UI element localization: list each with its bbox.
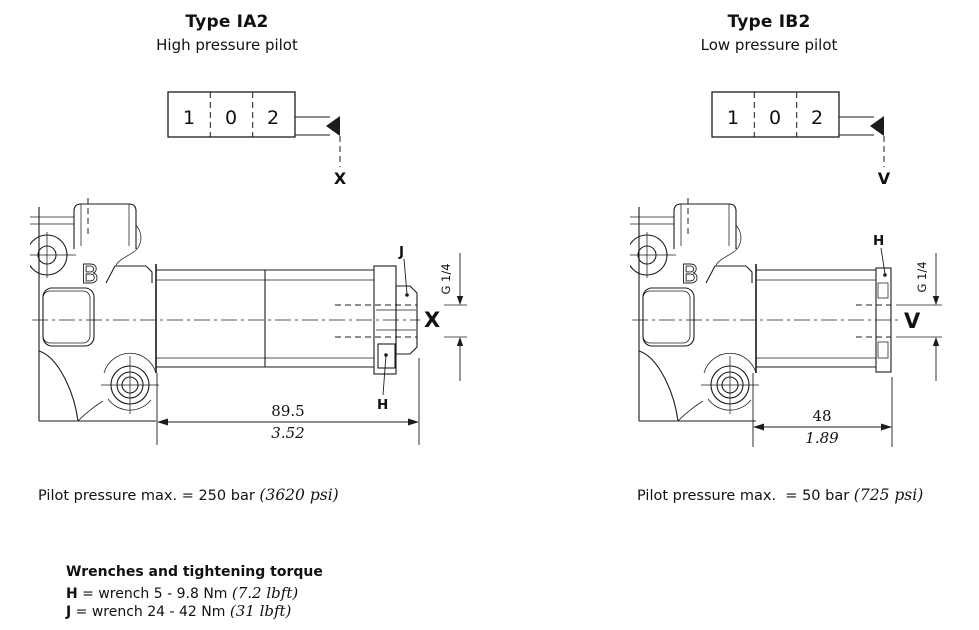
pilot-tab-lines (295, 116, 330, 136)
left-pressure-text: Pilot pressure max. = 250 bar (38, 488, 260, 504)
valve-body (30, 198, 159, 422)
wrench-h-lbft: (7.2 lbft) (231, 584, 299, 602)
wrench-h-line: H = wrench 5 - 9.8 Nm (7.2 lbft) (66, 584, 298, 602)
body-cast-letter: B (81, 260, 99, 290)
symbol-cell-1: 1 (183, 107, 195, 129)
dim-in: 3.52 (271, 424, 304, 442)
thread-dimension (896, 253, 942, 381)
length-dimension (752, 373, 893, 447)
pilot-arrow-icon (326, 116, 340, 136)
thread-label: G 1/4 (915, 261, 929, 292)
left-pressure-note: Pilot pressure max. = 250 bar (3620 psi) (38, 486, 339, 504)
cartridge (32, 265, 420, 375)
right-valve-drawing: B H V G 1/4 48 1 (630, 198, 942, 447)
symbol-port-label: V (878, 169, 891, 188)
symbol-box (711, 91, 840, 138)
label-h: H (873, 233, 884, 249)
symbol-cell-dividers (753, 92, 798, 137)
symbol-box (167, 91, 296, 138)
port-label-v: V (904, 309, 921, 333)
thread-label: G 1/4 (439, 263, 453, 294)
right-pressure-psi: (725 psi) (853, 486, 924, 504)
left-title-block: Type IA2 High pressure pilot (77, 12, 377, 54)
right-pressure-text: Pilot pressure max. = 50 bar (637, 488, 854, 504)
left-valve-subtitle: High pressure pilot (156, 36, 298, 54)
dim-mm: 89.5 (271, 402, 304, 420)
left-valve-drawing: B J H X G 1/4 (30, 198, 467, 445)
valve-body (630, 198, 759, 422)
pilot-tab-lines (839, 116, 874, 136)
wrench-h-key: H (66, 586, 78, 602)
wrench-j-lbft: (31 lbft) (229, 602, 292, 620)
wrench-h-text: = wrench 5 - 9.8 Nm (77, 586, 232, 602)
plug-h (377, 343, 396, 369)
label-h: H (377, 397, 388, 413)
cartridge (632, 267, 898, 373)
thread-dimension (444, 253, 467, 381)
dim-in: 1.89 (805, 429, 839, 447)
right-valve-title: Type IB2 (727, 12, 811, 32)
right-valve-subtitle: Low pressure pilot (700, 36, 838, 54)
symbol-port-label: X (334, 169, 347, 188)
wrench-j-line: J = wrench 24 - 42 Nm (31 lbft) (66, 602, 291, 620)
symbol-cell-1: 1 (727, 107, 739, 129)
right-pilot-symbol: 1 0 2 V (711, 91, 891, 188)
wrench-j-text: = wrench 24 - 42 Nm (71, 604, 230, 620)
body-cast-letter: B (681, 260, 699, 290)
symbol-cell-0: 0 (769, 107, 781, 129)
pilot-arrow-icon (870, 116, 884, 136)
left-pilot-symbol: 1 0 2 X (167, 91, 347, 188)
leader-h (382, 353, 388, 396)
symbol-cell-dividers (209, 92, 254, 137)
leader-h (880, 247, 887, 277)
symbol-cell-2: 2 (267, 107, 279, 129)
wrench-j-key: J (66, 604, 72, 620)
leader-j (403, 258, 409, 297)
length-dimension (156, 358, 420, 445)
symbol-cell-0: 0 (225, 107, 237, 129)
dim-mm: 48 (812, 407, 831, 425)
wrench-torque-heading: Wrenches and tightening torque (66, 564, 323, 580)
symbol-cell-2: 2 (811, 107, 823, 129)
left-valve-title: Type IA2 (185, 12, 269, 32)
right-pressure-note: Pilot pressure max. = 50 bar (725 psi) (637, 486, 923, 504)
label-j: J (398, 244, 404, 260)
left-pressure-psi: (3620 psi) (259, 486, 339, 504)
right-title-block: Type IB2 Low pressure pilot (619, 12, 919, 54)
port-label-x: X (424, 308, 440, 332)
